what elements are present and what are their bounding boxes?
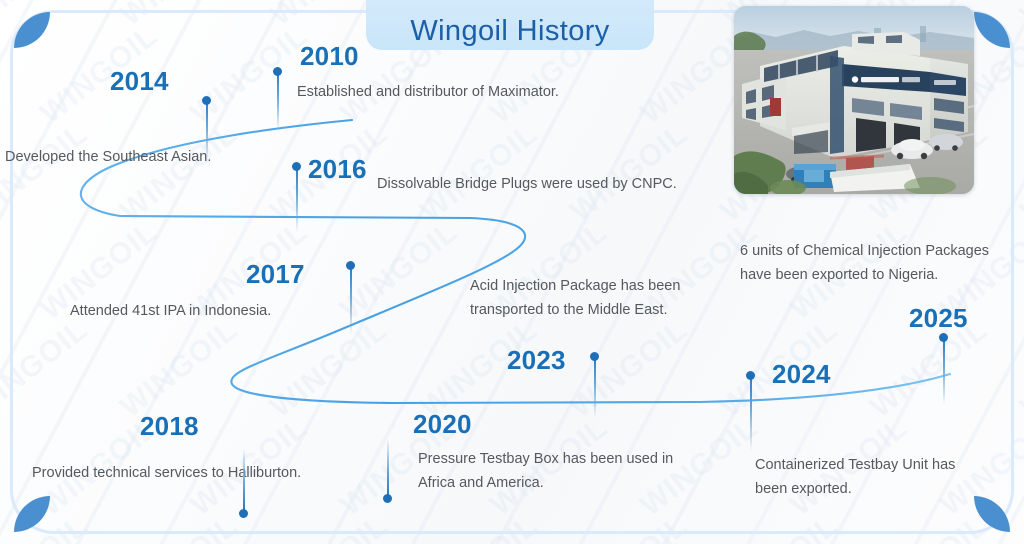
timeline-marker-2017[interactable]	[346, 261, 355, 335]
timeline-marker-stem	[750, 375, 752, 451]
timeline-marker-stem	[943, 337, 945, 405]
timeline-marker-dot	[239, 509, 248, 518]
timeline-marker-dot	[939, 333, 948, 342]
timeline-description-2023: Acid Injection Package has been transpor…	[470, 278, 681, 318]
timeline-marker-dot	[273, 67, 282, 76]
timeline-year-2023: 2023	[507, 345, 566, 375]
timeline-year-2016: 2016	[308, 154, 367, 184]
timeline-year-2018: 2018	[140, 411, 199, 441]
timeline-marker-stem	[296, 166, 298, 232]
timeline-year-2014: 2014	[110, 66, 169, 96]
timeline-year-2017: 2017	[246, 259, 305, 289]
timeline-description-2025: 6 units of Chemical Injection Packages h…	[740, 243, 990, 283]
timeline-marker-dot	[590, 352, 599, 361]
timeline-year-2010: 2010	[300, 41, 359, 71]
company-building-photo	[734, 6, 974, 194]
timeline-marker-stem	[277, 71, 279, 131]
timeline-marker-2014[interactable]	[202, 96, 211, 162]
timeline-marker-2010[interactable]	[273, 67, 282, 131]
timeline-marker-2016[interactable]	[292, 162, 301, 232]
timeline-description-2016: Dissolvable Bridge Plugs were used by CN…	[377, 176, 677, 192]
timeline-marker-dot	[746, 371, 755, 380]
timeline-marker-stem	[243, 448, 245, 510]
timeline-year-2024: 2024	[772, 359, 831, 389]
timeline-marker-2025[interactable]	[939, 333, 948, 405]
timeline-marker-stem	[206, 100, 208, 162]
timeline-marker-2020[interactable]	[383, 439, 392, 503]
timeline-description-2024: Containerized Testbay Unit has been expo…	[755, 457, 956, 497]
timeline-marker-stem	[350, 265, 352, 335]
timeline-year-2025: 2025	[909, 303, 968, 333]
timeline-marker-stem	[387, 439, 389, 495]
timeline-marker-dot	[292, 162, 301, 171]
timeline-marker-2023[interactable]	[590, 352, 599, 418]
timeline-description-2020: Pressure Testbay Box has been used in Af…	[418, 451, 674, 491]
timeline-description-2010: Established and distributor of Maximator…	[297, 84, 559, 100]
timeline-year-2020: 2020	[413, 409, 472, 439]
timeline-description-2017: Attended 41st IPA in Indonesia.	[70, 303, 272, 319]
timeline-marker-dot	[202, 96, 211, 105]
timeline-description-2014: Developed the Southeast Asian.	[5, 149, 212, 165]
timeline-marker-2018[interactable]	[239, 448, 248, 518]
timeline-marker-dot	[346, 261, 355, 270]
timeline-marker-dot	[383, 494, 392, 503]
timeline-description-2018: Provided technical services to Halliburt…	[32, 465, 302, 481]
title-banner: Wingoil History	[366, 0, 654, 50]
timeline-marker-stem	[594, 356, 596, 418]
page-title: Wingoil History	[410, 15, 610, 47]
timeline-marker-2024[interactable]	[746, 371, 755, 451]
